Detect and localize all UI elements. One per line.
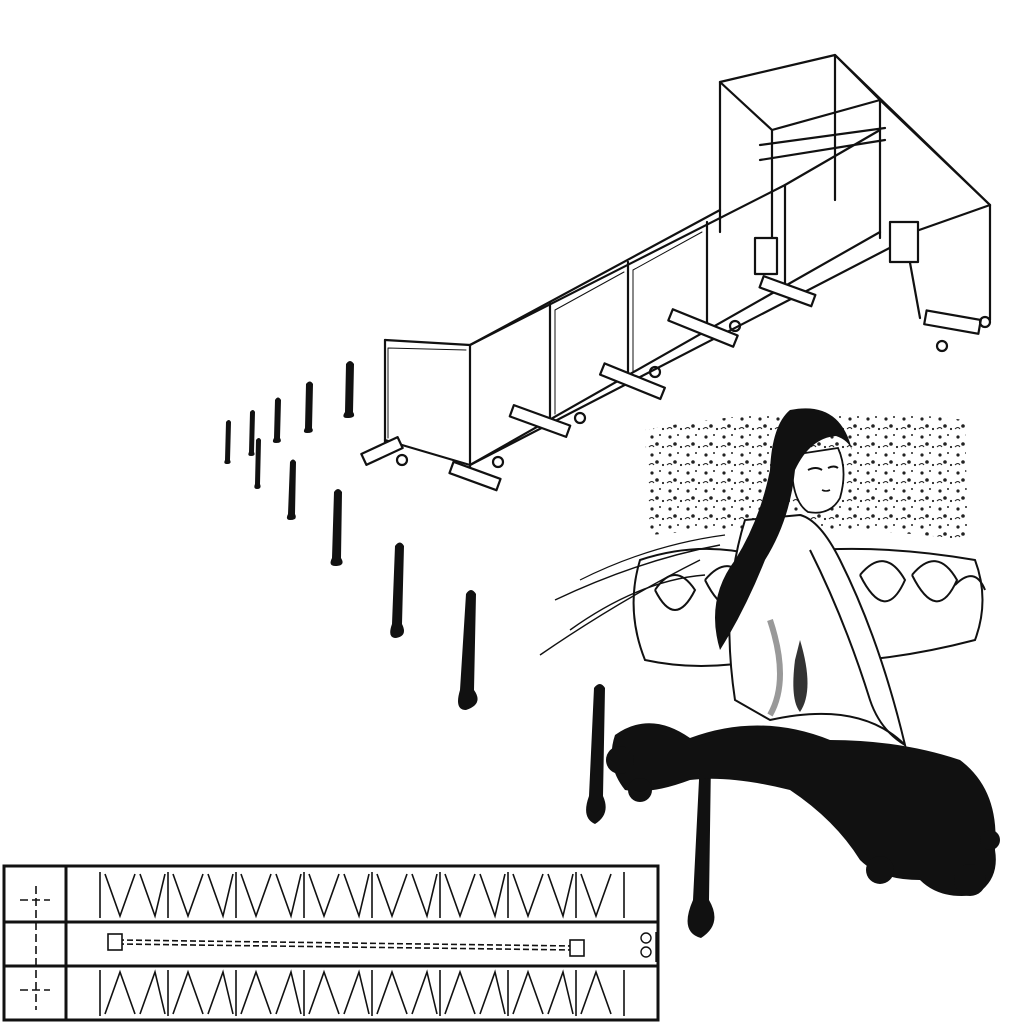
tubular-frame-structure: [360, 53, 992, 492]
floor-plan-drawing: [2, 864, 660, 1022]
ink-drip-posts: [224, 361, 715, 938]
seated-woman-figure: [606, 408, 1000, 896]
